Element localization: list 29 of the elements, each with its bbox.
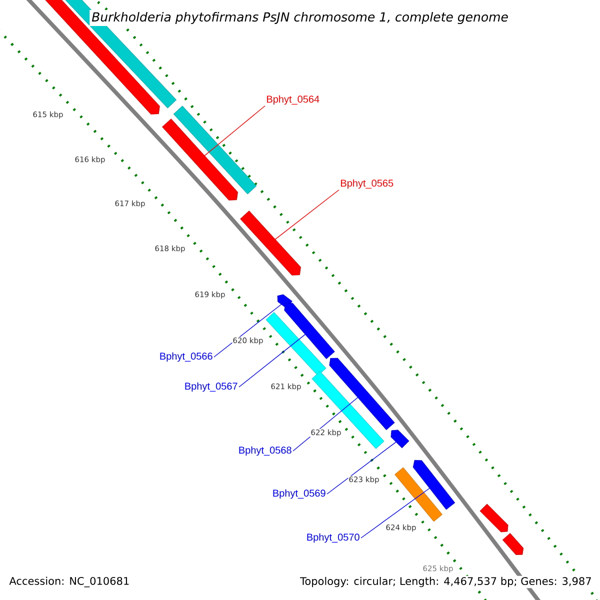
gene-feature bbox=[412, 460, 456, 510]
title: Burkholderia phytofirmans PsJN chromosome 1, complete genome bbox=[90, 10, 510, 26]
gene-label: Bphyt_0565 bbox=[341, 179, 394, 189]
gene-label: Bphyt_0564 bbox=[267, 95, 320, 105]
genome-info-label: Topology: circular; Length: 4,467,537 bp; Genes: 3,987 bbox=[299, 576, 593, 588]
gene-feature bbox=[162, 118, 238, 200]
accession-label: Accession: NC_010681 bbox=[8, 576, 131, 588]
leader-line bbox=[274, 190, 340, 240]
gene-label: Bphyt_0570 bbox=[307, 533, 360, 543]
gene-label: Bphyt_0568 bbox=[239, 446, 292, 456]
leader-line bbox=[214, 304, 282, 358]
gene-label: Bphyt_0569 bbox=[273, 489, 326, 499]
gene-feature bbox=[329, 358, 395, 430]
leader-line bbox=[238, 334, 306, 388]
gene-feature bbox=[502, 533, 524, 555]
leader-line bbox=[204, 106, 266, 156]
gene-feature bbox=[173, 106, 257, 194]
gene-feature bbox=[240, 210, 301, 276]
gene-feature bbox=[63, 0, 177, 108]
gene-feature bbox=[312, 371, 384, 449]
gene-feature bbox=[284, 302, 335, 360]
gene-feature bbox=[394, 467, 442, 522]
gene-label: Bphyt_0566 bbox=[160, 352, 212, 362]
gene-feature bbox=[480, 504, 508, 532]
leader-line bbox=[326, 442, 396, 494]
leader-line bbox=[360, 488, 430, 538]
gene-feature bbox=[266, 312, 326, 376]
gene-label: Bphyt_0567 bbox=[185, 382, 238, 392]
gene-feature bbox=[390, 430, 410, 448]
